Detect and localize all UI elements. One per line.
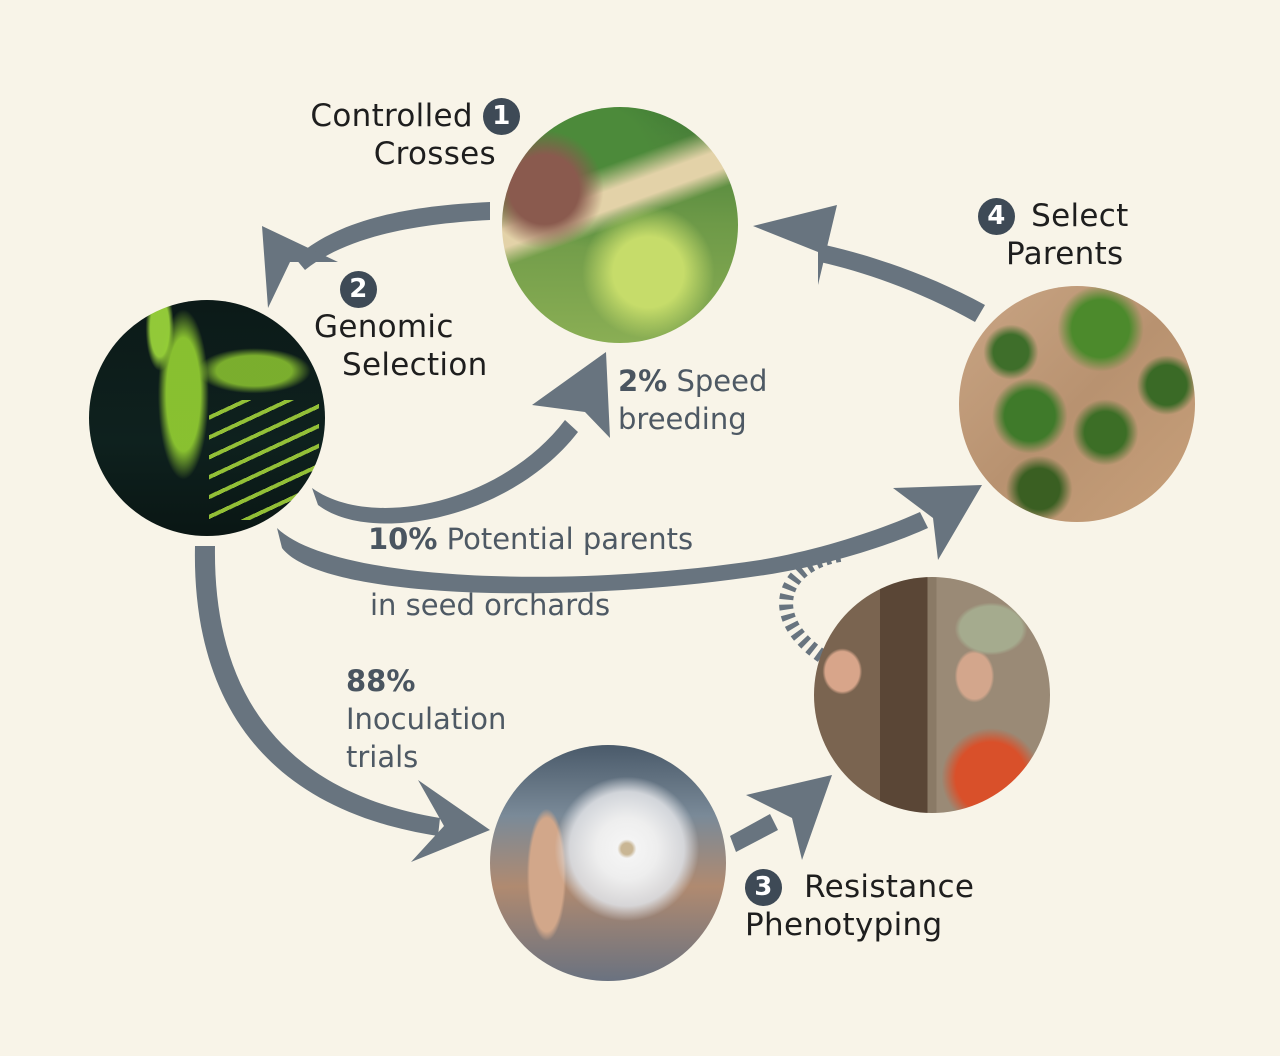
step-3-title-line2: Phenotyping (745, 907, 943, 943)
speed-breeding-percent: 2% (618, 364, 668, 398)
potential-parents-stat-line1: 10% Potential parents (368, 520, 768, 558)
step-2-badge: 2 (340, 271, 377, 308)
arrowhead-genomic-to-inoculation (411, 780, 490, 862)
step-3-title-line1: Resistance (804, 869, 975, 905)
step-4-label: 4 Select Parents (978, 197, 1178, 273)
inoculation-line2: trials (346, 740, 419, 774)
step-1-badge: 1 (483, 98, 520, 135)
petri-dish-photo (490, 745, 726, 981)
inoculation-line1: Inoculation (346, 702, 507, 736)
potential-parents-stat-line2: in seed orchards (370, 588, 611, 622)
potential-parents-percent: 10% (368, 522, 438, 556)
step-2-label: 2 Genomic Selection (314, 270, 534, 384)
dashed-feedback-arc (779, 548, 842, 666)
arrow-parents-to-crosses (820, 245, 985, 322)
inoculation-percent: 88% (346, 664, 416, 698)
step-2-title-line1: Genomic (314, 309, 454, 345)
arrowhead-genomic-to-parents (893, 485, 982, 560)
arrow-inoculation-to-phenotyping (730, 814, 778, 852)
arrow-genomic-to-inoculation (194, 546, 440, 836)
potential-parents-text: Potential parents (446, 522, 694, 556)
step-1-title-line1: Controlled (310, 98, 473, 134)
arrowhead-inoculation-to-phenotyping (746, 775, 832, 860)
arrowhead-genomic-to-speed (532, 352, 610, 438)
researcher-tree-photo (814, 577, 1050, 813)
dna-helix-photo (89, 300, 325, 536)
arrowhead-crosses-to-genomic (262, 226, 338, 308)
arrow-genomic-to-speed (312, 420, 578, 524)
arrow-genomic-to-parents (277, 512, 928, 594)
step-2-title-line2: Selection (342, 347, 488, 383)
step-1-title-line2: Crosses (373, 136, 496, 172)
step-4-badge: 4 (978, 198, 1015, 235)
inoculation-stat: 88% Inoculation trials (346, 662, 546, 776)
step-4-title-line1: Select (1031, 198, 1129, 234)
arrow-crosses-to-genomic (295, 202, 490, 270)
step-1-label: Controlled 1 Crosses (270, 97, 520, 173)
chestnut-burr-photo (502, 107, 738, 343)
speed-breeding-stat: 2% Speed breeding (618, 362, 818, 438)
speed-breeding-line2: breeding (618, 402, 747, 436)
step-4-title-line2: Parents (1006, 236, 1124, 272)
step-3-badge: 3 (745, 869, 782, 906)
aerial-orchard-photo (959, 286, 1195, 522)
step-3-label: 3 Resistance Phenotyping (745, 868, 1025, 944)
arrowhead-parents-to-crosses (753, 205, 837, 285)
speed-breeding-line1: Speed (676, 364, 768, 398)
